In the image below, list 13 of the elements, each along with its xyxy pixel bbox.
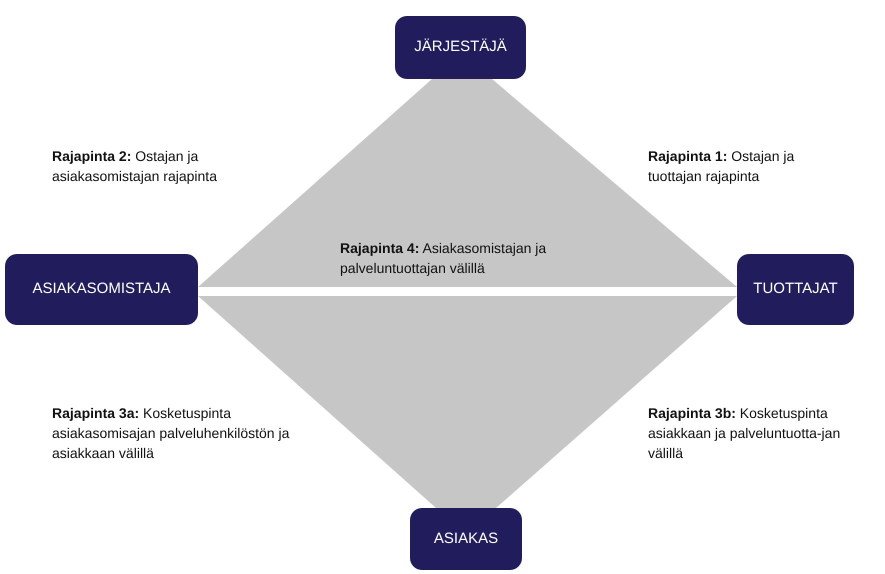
interface-note: Rajapinta 2: Ostajan ja asiakasomistajan rajapinta xyxy=(52,147,218,186)
node-box xyxy=(5,254,198,325)
interface-note: Rajapinta 1: Ostajan ja tuottajan rajapinta xyxy=(648,147,796,186)
interface-note: Rajapinta 3b: Kosketuspinta asiakkaan ja palveluntuotta-jan välillä xyxy=(648,404,842,463)
node-box xyxy=(737,254,854,325)
interface-note: Rajapinta 3a: Kosketuspinta asiakasomisajan palveluhenkilöstön ja asiakkaan välillä xyxy=(52,404,290,463)
node-box xyxy=(410,508,522,570)
interface-note: Rajapinta 4: Asiakasomistajan ja palveluntuottajan välillä xyxy=(340,239,548,278)
node-label: JÄRJESTÄJÄ xyxy=(414,37,507,58)
node-label: ASIAKAS xyxy=(434,528,498,549)
node-label: TUOTTAJAT xyxy=(753,279,838,300)
node-label: ASIAKASOMISTAJA xyxy=(32,279,171,300)
node-box xyxy=(395,16,526,79)
